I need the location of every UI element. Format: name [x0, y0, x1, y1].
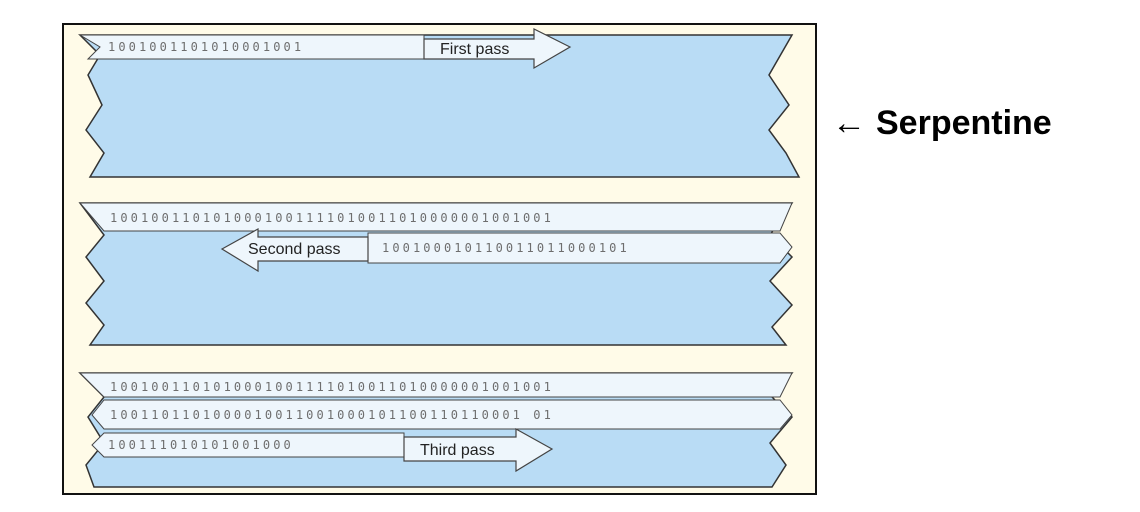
- data-track: [78, 372, 793, 398]
- pass-arrow-right: [423, 28, 572, 70]
- track-bits: 1001001101010001001: [108, 40, 304, 54]
- tape-body: [78, 34, 801, 178]
- tape-panel-third: 1001001101010001001111010011010000001001…: [78, 372, 794, 488]
- tape-panel-second: 1001001101010001001111010011010000001001…: [78, 202, 794, 346]
- tape-panel-first: 1001001101010001001 First pass: [78, 28, 801, 178]
- pass-label: First pass: [440, 41, 509, 58]
- serpentine-label: ← Serpentine: [832, 104, 1052, 143]
- track-bits: 100100010110011011000101: [382, 241, 630, 255]
- left-arrow-icon: ←: [832, 104, 866, 142]
- track-bits: 1001001101010001001111010011010000001001…: [110, 211, 554, 225]
- data-track: [78, 202, 793, 232]
- track-bits: 1001001101010001001111010011010000001001…: [110, 380, 554, 394]
- serpentine-text: Serpentine: [876, 104, 1052, 142]
- pass-arrow-left: [220, 227, 369, 273]
- serpentine-recording-diagram: 1001001101010001001 First pass 100100110…: [62, 23, 817, 495]
- pass-arrow-right: [403, 427, 554, 473]
- data-track: [78, 34, 425, 60]
- data-track: [91, 399, 793, 430]
- track-bits: 1001101101000010011001000101100110110001…: [110, 408, 554, 422]
- track-bits: 100111010101001000: [108, 438, 294, 452]
- pass-label: Second pass: [248, 241, 341, 258]
- pass-label: Third pass: [420, 442, 495, 459]
- data-track: [91, 432, 405, 458]
